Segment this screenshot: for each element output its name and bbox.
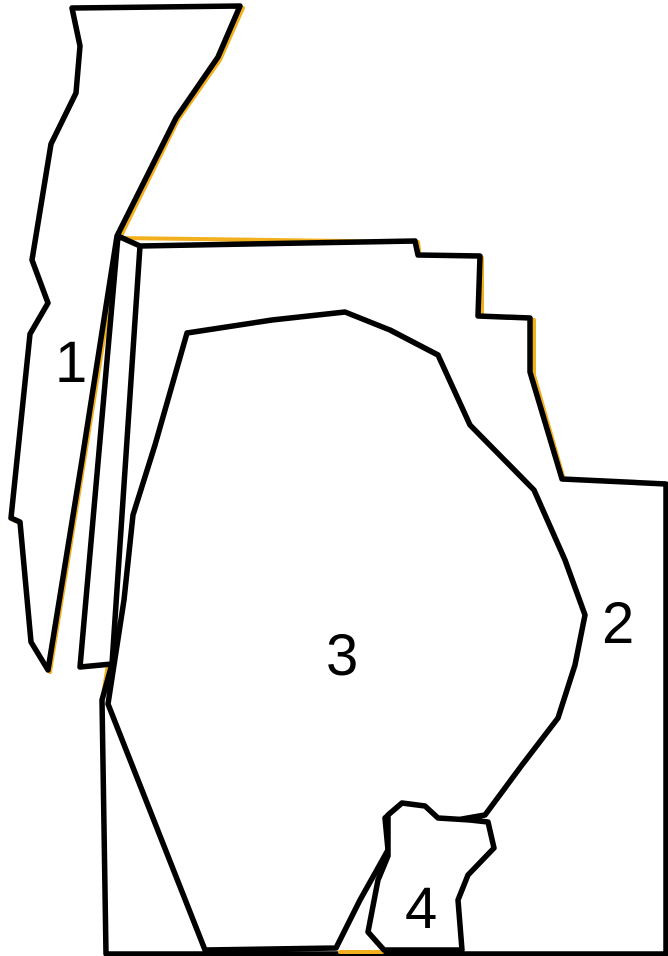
region-2-label: 2 <box>602 591 634 656</box>
region-4-label: 4 <box>405 876 437 941</box>
region-3-label: 3 <box>326 623 358 688</box>
region-1-label: 1 <box>55 330 87 395</box>
